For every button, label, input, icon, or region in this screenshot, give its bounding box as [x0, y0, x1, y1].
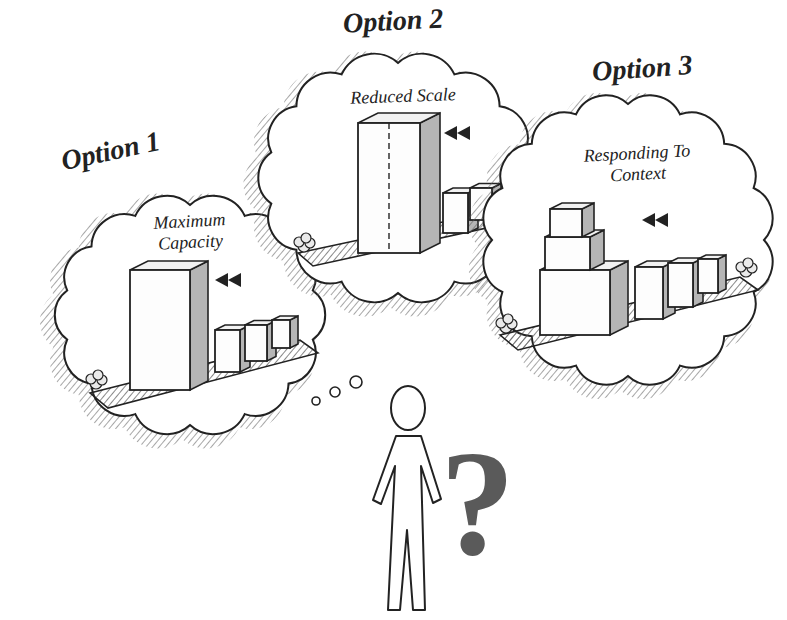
direction-arrow — [215, 273, 228, 287]
building-front — [545, 237, 590, 270]
building-front — [550, 209, 582, 237]
building-side — [290, 316, 298, 348]
building-side — [610, 261, 628, 335]
building-roof — [130, 261, 208, 270]
thought-cloud: Option 3 Responding To Context — [470, 45, 782, 415]
reduced-outline — [388, 123, 389, 253]
cloud-outline — [470, 45, 782, 415]
building-front — [635, 267, 663, 319]
building-front — [245, 325, 267, 361]
thought-dot — [312, 397, 320, 405]
question-mark: ? — [440, 428, 515, 578]
option-label: Maximum Capacity — [129, 208, 251, 256]
building-front — [272, 320, 290, 348]
cloud-outline — [483, 95, 772, 384]
option-label: Responding To Context — [569, 139, 706, 187]
building-front — [215, 330, 240, 372]
building-front — [130, 270, 190, 390]
building-front — [668, 263, 693, 307]
thought-dot — [330, 387, 340, 397]
option-heading: Option 1 — [58, 117, 202, 178]
direction-arrow — [228, 273, 241, 287]
person-body — [373, 436, 441, 610]
direction-arrow — [444, 126, 457, 140]
direction-arrow — [642, 213, 655, 227]
tree-symbol — [503, 314, 513, 324]
building-side — [420, 113, 440, 253]
direction-arrow — [655, 213, 668, 227]
person-head — [391, 386, 425, 430]
thought-dot — [350, 376, 362, 388]
building-roof — [358, 113, 440, 123]
tree-symbol — [93, 370, 103, 380]
tree-symbol — [301, 233, 311, 243]
building-front — [698, 259, 718, 293]
building-side — [190, 261, 208, 390]
building-front — [540, 270, 610, 335]
building-front — [358, 123, 420, 253]
option-heading: Option 3 — [591, 46, 733, 88]
direction-arrow — [457, 126, 470, 140]
tree-symbol — [743, 258, 753, 268]
building-front — [443, 193, 468, 233]
option-heading: Option 2 — [342, 0, 483, 39]
building-side — [718, 255, 726, 293]
